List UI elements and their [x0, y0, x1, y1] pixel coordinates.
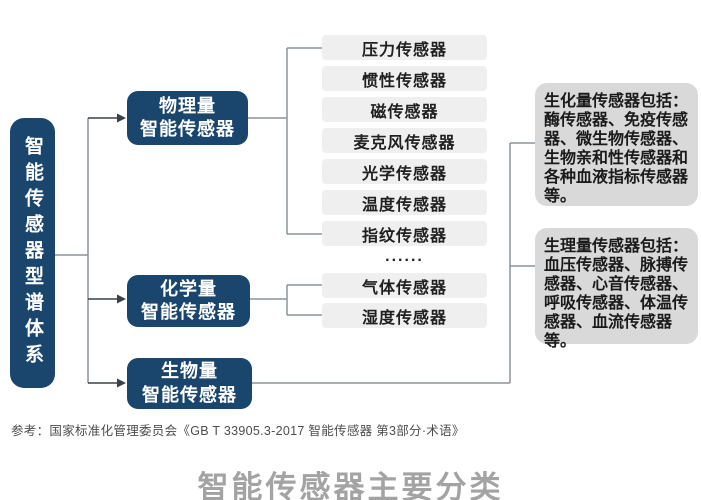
note-biochemical-sensors: 生化量传感器包括：酶传感器、免疫传感器、微生物传感器、生物亲和性传感器和各种血液… [535, 83, 698, 206]
sensor-item-inertial: 惯性传感器 [322, 66, 487, 91]
category-physical-line1: 物理量 [159, 95, 216, 116]
sensor-item-pressure: 压力传感器 [322, 35, 487, 60]
category-chemical: 化学量 智能传感器 [127, 275, 250, 327]
arrowhead-icon [117, 113, 126, 388]
category-bio: 生物量 智能传感器 [127, 358, 252, 409]
root-node-label: 智能传感器型谱体系 [22, 136, 43, 370]
sensor-item-magnetic: 磁传感器 [322, 97, 487, 122]
root-node: 智能传感器型谱体系 [10, 118, 55, 388]
category-chemical-line1: 化学量 [160, 278, 217, 299]
sensor-item-optical: 光学传感器 [322, 159, 487, 184]
page-title: 智能传感器主要分类 [197, 470, 504, 500]
note-physiological-sensors: 生理量传感器包括：血压传感器、脉搏传感器、心音传感器、呼吸传感器、体温传感器、血… [535, 228, 698, 350]
ellipsis-more: ...... [385, 248, 424, 265]
category-chemical-line2: 智能传感器 [141, 302, 236, 322]
reference-text: 参考：国家标准化管理委员会《GB T 33905.3-2017 智能传感器 第3… [11, 424, 465, 438]
category-bio-line2: 智能传感器 [142, 384, 237, 405]
sensor-item-fingerprint: 指纹传感器 [322, 221, 487, 246]
category-physical-line2: 智能传感器 [140, 119, 235, 139]
sensor-item-gas: 气体传感器 [322, 273, 487, 298]
category-physical: 物理量 智能传感器 [127, 91, 248, 145]
sensor-item-temperature: 温度传感器 [322, 190, 487, 215]
sensor-item-microphone: 麦克风传感器 [322, 128, 487, 153]
category-bio-line1: 生物量 [161, 361, 218, 382]
sensor-item-humidity: 湿度传感器 [322, 303, 487, 328]
